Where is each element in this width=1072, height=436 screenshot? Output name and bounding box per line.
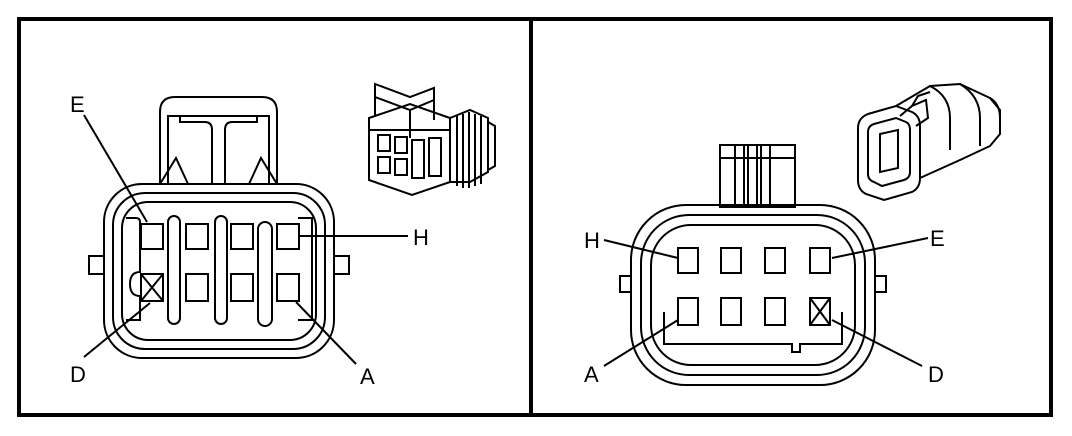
leader-line [295,301,357,365]
leader-line [831,319,923,367]
right-rib-left [619,275,632,293]
right-cavity-A [677,297,699,326]
right-cavity-H [677,247,699,274]
right-connector-body [630,204,876,386]
leader-line [83,114,148,223]
left-connector-latch [159,96,278,185]
pin-label-A: A [360,364,375,389]
pin-label-E: E [930,226,945,251]
pin-label-E: E [70,92,85,117]
pin-label-H: H [413,225,429,250]
left-cavity-D [140,273,164,302]
left-connector-body [103,183,335,359]
pin-label-D: D [70,362,86,387]
left-connector-isometric [368,82,496,197]
right-connector-isometric [857,82,1001,202]
pin-label-A: A [584,362,599,387]
left-panel [83,82,496,365]
left-cavity-E [140,223,164,250]
pin-label-H: H [584,228,600,253]
right-rib-right [874,275,887,293]
left-cavity-A [276,273,300,302]
left-cavity-H [276,223,300,250]
leader-line [831,237,929,259]
right-cavity-D [809,297,831,326]
right-panel [603,82,1001,386]
leader-line [603,239,679,259]
pin-label-D: D [928,362,944,387]
left-rib-left [88,255,105,275]
leader-line [83,302,151,358]
left-rib-right [333,255,350,275]
leader-line [603,319,679,367]
diagram-frame [17,17,1053,417]
right-connector-latch [719,144,796,208]
right-cavity-E [809,247,831,274]
